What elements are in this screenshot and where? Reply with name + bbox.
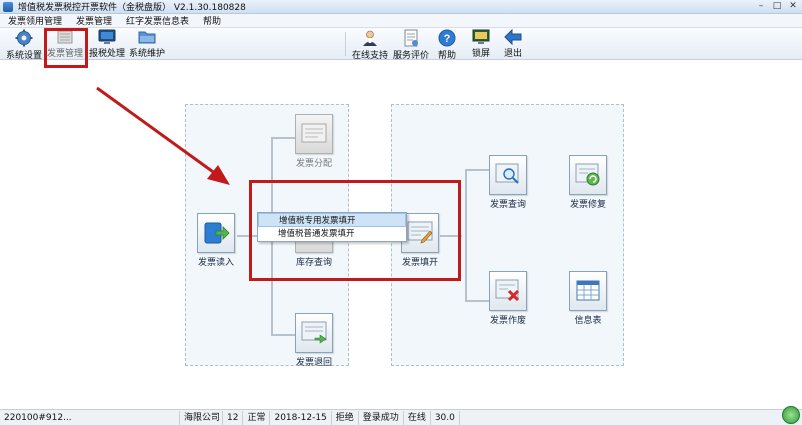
minimize-icon[interactable]: – (758, 1, 764, 11)
status-refuse: 拒绝 (332, 410, 359, 425)
invoice-manage-label: 发票管理 (47, 49, 84, 59)
menu-bar: 发票领用管理 发票管理 红字发票信息表 帮助 (0, 14, 802, 28)
invoice-return-label: 发票退回 (295, 358, 332, 368)
invoice-fill-icon (401, 213, 439, 253)
status-version: 30.0 (431, 410, 460, 425)
normal-vat-fill-option[interactable]: 增值税普通发票填开 (278, 229, 355, 239)
system-settings-label: 系统设置 (6, 51, 43, 61)
svg-text:?: ? (444, 33, 451, 45)
connector (465, 169, 489, 171)
invoice-fill-node[interactable]: 发票填开 (401, 213, 439, 268)
invoice-repair-label: 发票修复 (569, 200, 606, 210)
service-rating-label: 服务评价 (393, 51, 430, 61)
connector (237, 235, 272, 237)
status-login: 登录成功 (359, 410, 404, 425)
invoice-void-node[interactable]: 发票作废 (489, 271, 527, 326)
info-table-label: 信息表 (574, 316, 602, 326)
invoice-icon (55, 29, 75, 45)
invoice-query-icon (489, 155, 527, 195)
annotation-highlight-toolbar (44, 28, 88, 68)
window-title: 增值税发票税控开票软件（金税盘版） V2.1.30.180828 (18, 3, 246, 13)
maximize-icon[interactable]: □ (772, 1, 782, 11)
invoice-query-label: 发票查询 (489, 200, 526, 210)
invoice-read-label: 发票读入 (197, 258, 234, 268)
menu-invoice-manage[interactable]: 发票管理 (76, 17, 113, 27)
service-rating-button[interactable]: 服务评价 (393, 29, 430, 61)
invoice-read-icon (197, 213, 235, 253)
status-bar: 220100#912... 海限公司 12 正常 2018-12-15 拒绝 登… (0, 406, 802, 425)
connector (271, 334, 295, 336)
help-button[interactable]: ? 帮助 (437, 29, 457, 61)
invoice-fill-dropdown: 增值税专用发票填开 增值税普通发票填开 (257, 212, 407, 242)
connector (465, 300, 489, 302)
system-settings-button[interactable]: 系统设置 (6, 29, 43, 61)
lock-screen-label: 锁屏 (471, 49, 490, 59)
system-maintain-label: 系统维护 (129, 49, 166, 59)
tax-report-button[interactable]: 报税处理 (89, 29, 125, 59)
connector (465, 169, 467, 301)
rating-icon (401, 29, 421, 47)
invoice-manage-button[interactable]: 发票管理 (47, 29, 83, 59)
support-person-icon (360, 29, 380, 47)
invoice-void-icon (489, 271, 527, 311)
invoice-distribute-icon (295, 114, 333, 154)
gear-icon (14, 29, 34, 47)
info-table-icon (569, 271, 607, 311)
invoice-void-label: 发票作废 (489, 316, 526, 326)
monitor-icon (97, 29, 117, 45)
special-vat-fill-option[interactable]: 增值税专用发票填开 (258, 213, 406, 227)
exit-label: 退出 (503, 49, 522, 59)
invoice-distribute-label: 发票分配 (295, 159, 332, 169)
annotation-highlight-dropdown (249, 180, 461, 281)
lock-screen-button[interactable]: 锁屏 (471, 29, 491, 59)
title-bar: 增值税发票税控开票软件（金税盘版） V2.1.30.180828 – □ ✕ (0, 0, 802, 14)
online-support-label: 在线支持 (352, 51, 389, 61)
close-icon[interactable]: ✕ (789, 1, 797, 11)
invoice-query-node[interactable]: 发票查询 (489, 155, 527, 210)
exit-button[interactable]: 退出 (503, 29, 523, 59)
invoice-return-icon (295, 313, 333, 353)
folder-icon (137, 29, 157, 45)
online-support-button[interactable]: 在线支持 (352, 29, 389, 61)
tax-report-label: 报税处理 (89, 49, 126, 59)
status-date: 2018-12-15 (270, 410, 332, 425)
invoice-distribute-node[interactable]: 发票分配 (295, 114, 333, 169)
invoice-fill-label: 发票填开 (401, 258, 438, 268)
exit-arrow-icon (503, 29, 523, 45)
stock-query-label: 库存查询 (295, 258, 332, 268)
menu-invoice-receive[interactable]: 发票领用管理 (8, 17, 63, 27)
invoice-repair-icon (569, 155, 607, 195)
toolbar: 系统设置 发票管理 报税处理 系统维护 在线支持 服务评价 ? 帮助 (0, 28, 802, 61)
annotation-arrow (96, 86, 230, 185)
invoice-return-node[interactable]: 发票退回 (295, 313, 333, 368)
help-label: 帮助 (437, 51, 456, 61)
invoice-read-node[interactable]: 发票读入 (197, 213, 235, 268)
online-status-icon (782, 406, 800, 424)
invoice-repair-node[interactable]: 发票修复 (569, 155, 607, 210)
connector (271, 137, 295, 139)
status-state: 正常 (243, 410, 271, 425)
menu-red-invoice[interactable]: 红字发票信息表 (126, 17, 190, 27)
status-online: 在线 (404, 410, 431, 425)
app-icon (3, 1, 13, 12)
status-company: 海限公司 (180, 410, 223, 425)
toolbar-separator (345, 32, 346, 56)
window-controls: – □ ✕ (754, 1, 800, 12)
system-maintain-button[interactable]: 系统维护 (129, 29, 165, 59)
help-icon: ? (437, 29, 457, 47)
info-table-node[interactable]: 信息表 (569, 271, 607, 326)
status-code: 12 (223, 410, 244, 425)
menu-help[interactable]: 帮助 (203, 17, 222, 27)
connector (440, 235, 462, 237)
status-tax-id: 220100#912... (0, 410, 180, 425)
lock-screen-icon (471, 29, 491, 45)
